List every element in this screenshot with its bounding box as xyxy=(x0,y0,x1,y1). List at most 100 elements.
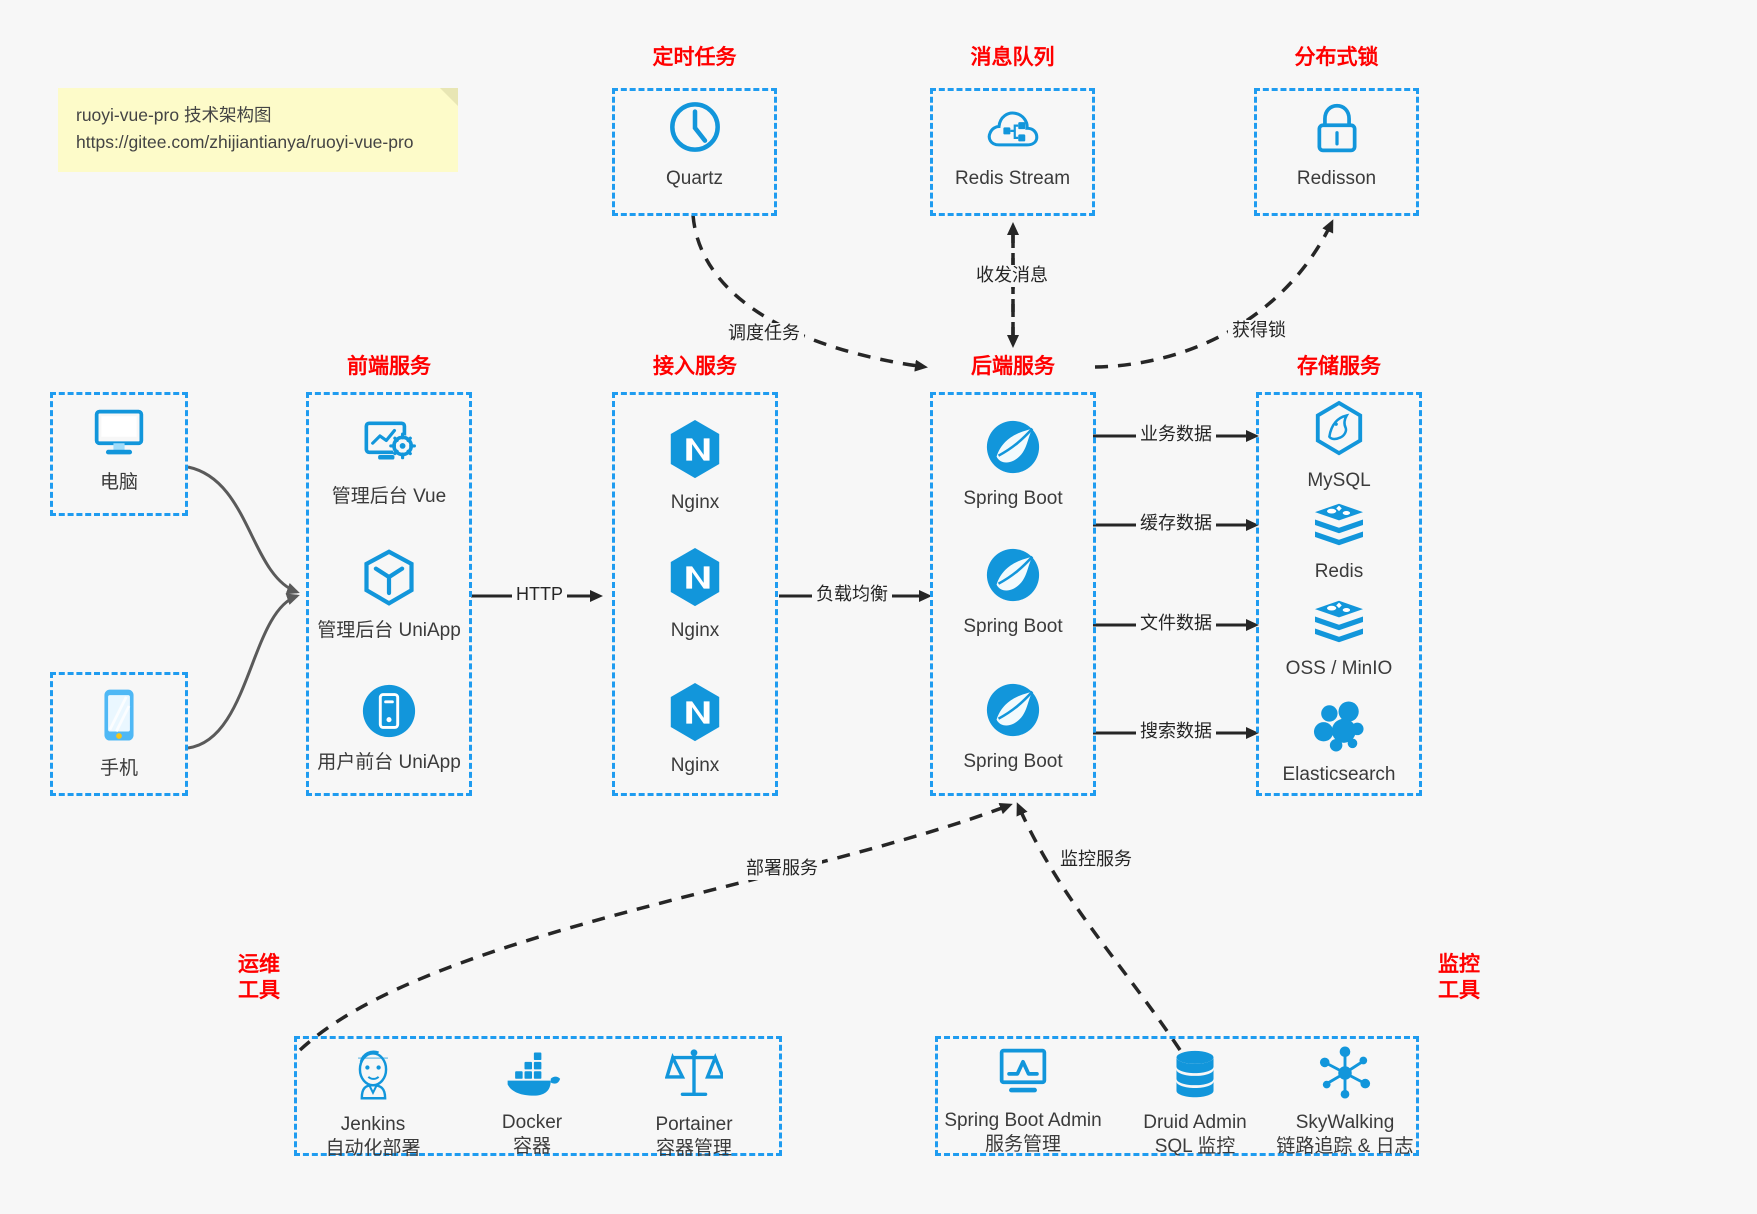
node-portainer[interactable]: Portainer 容器管理 xyxy=(623,1046,765,1161)
node-druid-admin[interactable]: Druid Admin SQL 监控 xyxy=(1120,1050,1270,1159)
mobile-circle-icon xyxy=(360,682,418,745)
spring-icon xyxy=(984,418,1042,481)
note-line-1: ruoyi-vue-pro 技术架构图 xyxy=(76,105,272,125)
mysql-icon xyxy=(1312,400,1366,463)
database-icon xyxy=(1170,1050,1220,1105)
group-title-monitor-line1: 监控 xyxy=(1438,953,1480,976)
oss-icon xyxy=(1311,598,1367,651)
node-label: Spring Boot xyxy=(963,616,1063,637)
cloud-stream-icon xyxy=(985,104,1041,161)
group-box-client-mobile xyxy=(50,672,188,796)
node-label: Druid Admin xyxy=(1143,1112,1247,1133)
node-nginx-1[interactable]: Nginx xyxy=(612,418,778,515)
edge-label-http: HTTP xyxy=(512,584,567,606)
group-title-backend: 后端服务 xyxy=(971,355,1055,378)
node-label: MySQL xyxy=(1307,470,1371,491)
group-box-monitor xyxy=(935,1036,1419,1156)
node-label: SkyWalking xyxy=(1295,1112,1395,1133)
node-label: Nginx xyxy=(670,755,720,776)
node-label: OSS / MinIO xyxy=(1285,658,1393,679)
group-box-storage xyxy=(1256,392,1422,796)
node-mobile[interactable]: 手机 xyxy=(50,686,188,781)
node-label: Docker xyxy=(501,1112,563,1133)
node-jenkins[interactable]: Jenkins 自动化部署 xyxy=(302,1046,444,1161)
node-sublabel: SQL 监控 xyxy=(1154,1135,1236,1157)
group-title-frontend: 前端服务 xyxy=(347,355,431,378)
group-title-lock: 分布式锁 xyxy=(1294,46,1379,69)
edge-label-schedule-task: 调度任务 xyxy=(724,323,804,345)
elasticsearch-icon xyxy=(1311,700,1367,757)
node-mysql[interactable]: MySQL xyxy=(1256,400,1422,493)
group-title-monitor-line2: 工具 xyxy=(1438,978,1480,1002)
node-label: Jenkins xyxy=(340,1114,406,1135)
node-docker[interactable]: Docker 容器 xyxy=(461,1050,603,1159)
node-redis-stream[interactable]: Redis Stream xyxy=(930,104,1095,191)
group-title-monitor: 监控 工具 xyxy=(1428,952,1490,1003)
node-oss-minio[interactable]: OSS / MinIO xyxy=(1256,598,1422,681)
node-redisson[interactable]: Redisson xyxy=(1254,102,1419,191)
node-quartz[interactable]: Quartz xyxy=(612,98,777,191)
node-label: Nginx xyxy=(670,620,720,641)
node-sublabel: 容器管理 xyxy=(655,1137,732,1159)
clock-icon xyxy=(666,98,724,161)
node-label: Redis xyxy=(1314,561,1364,582)
edge-label-file-data: 文件数据 xyxy=(1136,613,1216,635)
group-title-mq: 消息队列 xyxy=(970,46,1055,69)
node-user-uniapp[interactable]: 用户前台 UniApp xyxy=(306,682,472,775)
diagram-note: ruoyi-vue-pro 技术架构图 https://gitee.com/zh… xyxy=(58,88,458,173)
monitor-chart-icon xyxy=(995,1046,1051,1103)
node-label: Quartz xyxy=(665,168,724,189)
group-box-gateway xyxy=(612,392,778,796)
node-label: Elasticsearch xyxy=(1282,764,1396,785)
note-line-2: https://gitee.com/zhijiantianya/ruoyi-vu… xyxy=(76,132,414,153)
node-skywalking[interactable]: SkyWalking 链路追踪 & 日志 xyxy=(1270,1046,1420,1159)
node-admin-vue[interactable]: 管理后台 Vue xyxy=(306,416,472,509)
node-label: 管理后台 UniApp xyxy=(317,620,461,641)
node-elasticsearch[interactable]: Elasticsearch xyxy=(1256,700,1422,787)
redis-icon xyxy=(1311,501,1367,554)
node-nginx-3[interactable]: Nginx xyxy=(612,681,778,778)
lock-icon xyxy=(1311,102,1363,161)
group-box-mq xyxy=(930,88,1095,216)
node-spring-boot-admin[interactable]: Spring Boot Admin 服务管理 xyxy=(940,1046,1106,1157)
edge-label-send-receive: 收发消息 xyxy=(972,265,1052,287)
node-desktop[interactable]: 电脑 xyxy=(50,406,188,495)
node-label: 电脑 xyxy=(99,472,138,493)
spring-icon xyxy=(984,681,1042,744)
edge-label-monitor-service: 监控服务 xyxy=(1056,849,1136,871)
node-label: Spring Boot xyxy=(963,751,1063,772)
mobile-icon xyxy=(99,686,139,751)
edge-label-load-balance: 负载均衡 xyxy=(812,584,892,606)
node-label: 手机 xyxy=(99,758,138,779)
edge-label-cache-data: 缓存数据 xyxy=(1136,513,1216,535)
node-sublabel: 链路追踪 & 日志 xyxy=(1276,1135,1414,1157)
node-sublabel: 服务管理 xyxy=(984,1133,1061,1155)
group-title-gateway: 接入服务 xyxy=(653,355,737,378)
node-admin-uniapp[interactable]: 管理后台 UniApp xyxy=(306,548,472,643)
node-label: Redis Stream xyxy=(954,168,1071,189)
node-label: Spring Boot Admin xyxy=(944,1110,1102,1131)
group-box-backend xyxy=(930,392,1096,796)
node-label: Spring Boot xyxy=(963,488,1063,509)
node-spring-boot-3[interactable]: Spring Boot xyxy=(930,681,1096,774)
docker-icon xyxy=(502,1050,562,1105)
group-box-scheduler xyxy=(612,88,777,216)
node-redis[interactable]: Redis xyxy=(1256,501,1422,584)
node-label: Nginx xyxy=(670,492,720,513)
node-nginx-2[interactable]: Nginx xyxy=(612,546,778,643)
skywalking-icon xyxy=(1317,1046,1373,1105)
node-spring-boot-1[interactable]: Spring Boot xyxy=(930,418,1096,511)
desktop-icon xyxy=(91,406,147,465)
group-box-frontend xyxy=(306,392,472,796)
group-title-devops-line1: 运维 xyxy=(238,953,280,976)
jenkins-icon xyxy=(345,1046,401,1107)
group-box-client-desktop xyxy=(50,392,188,516)
node-sublabel: 容器 xyxy=(512,1135,551,1157)
spring-icon xyxy=(984,546,1042,609)
dashboard-settings-icon xyxy=(360,416,418,479)
group-title-devops-line2: 工具 xyxy=(238,978,280,1002)
node-label: 管理后台 Vue xyxy=(331,486,447,507)
node-spring-boot-2[interactable]: Spring Boot xyxy=(930,546,1096,639)
